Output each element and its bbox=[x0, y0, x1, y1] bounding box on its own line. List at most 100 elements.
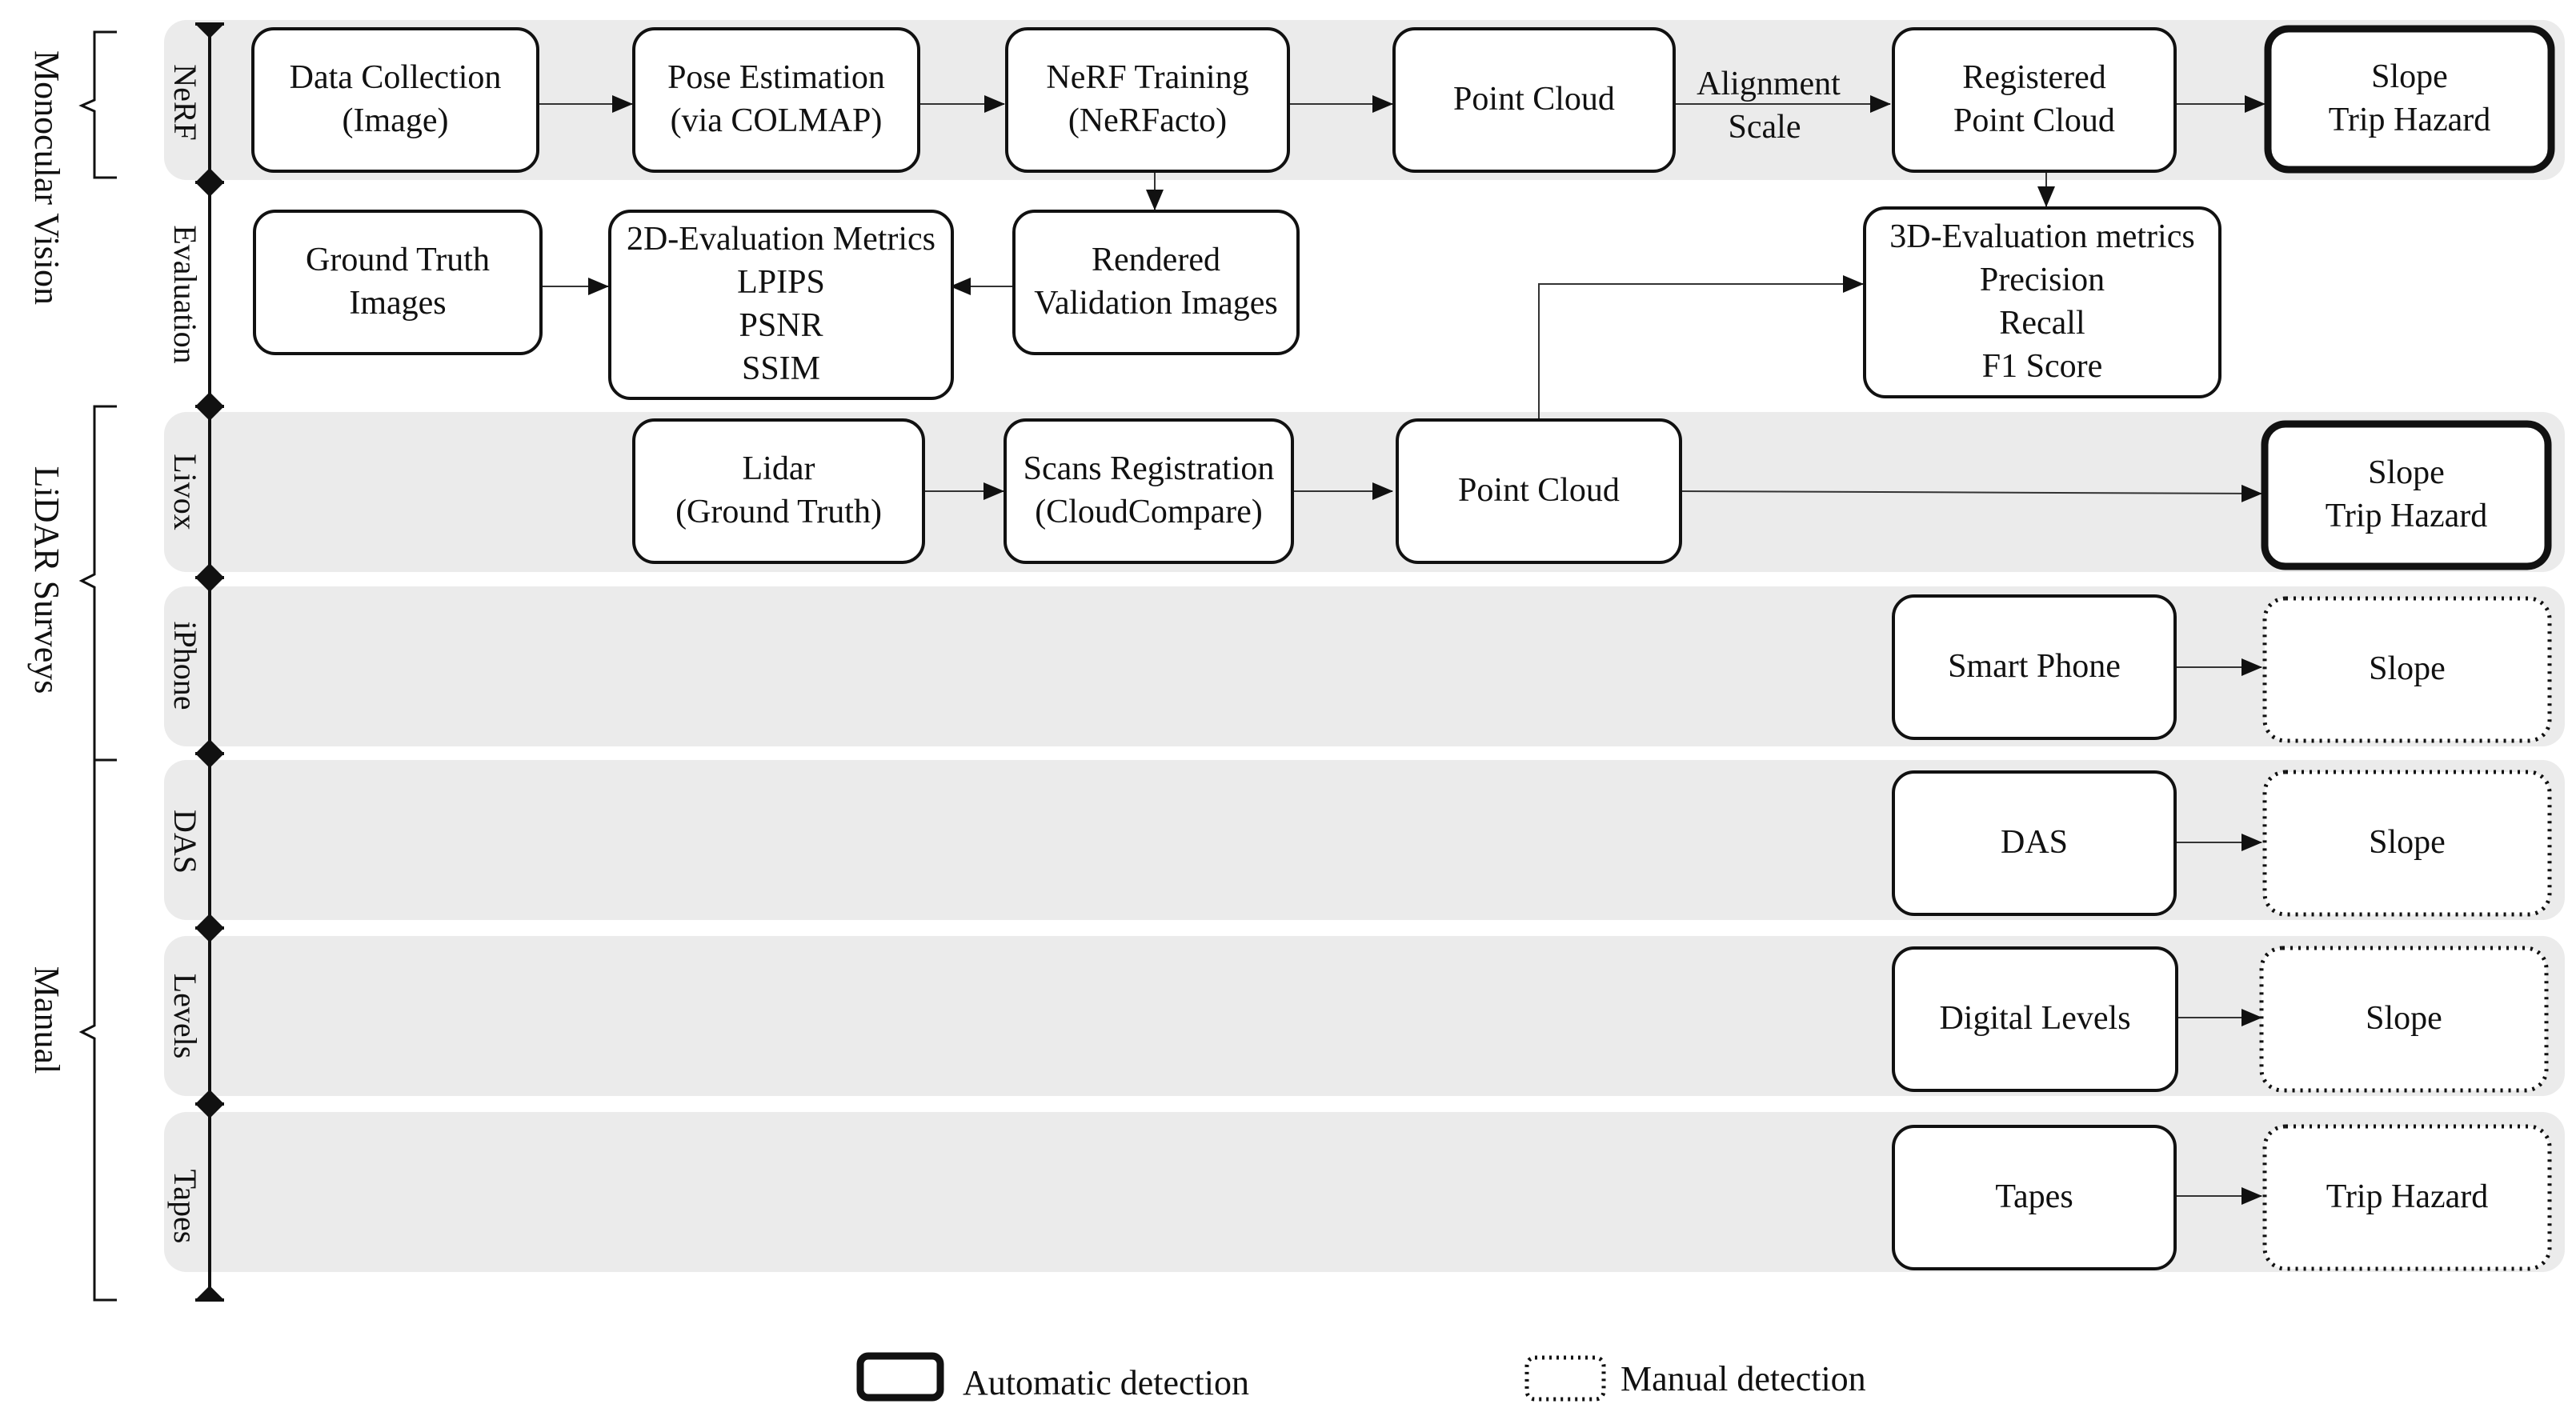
node-text-line: Slope bbox=[2369, 650, 2446, 687]
node-text-line: Slope bbox=[2371, 58, 2448, 95]
node-text-line: Smart Phone bbox=[1948, 648, 2121, 685]
node-das: DAS bbox=[1892, 770, 2177, 916]
legend: Automatic detection Manual detection bbox=[856, 1352, 1866, 1402]
node-text-line: Rendered bbox=[1092, 242, 1220, 278]
brace-manual bbox=[78, 758, 117, 1302]
node-box bbox=[632, 418, 925, 564]
node-text-line: Point Cloud bbox=[1953, 102, 2115, 139]
node-text-line: NeRF Training bbox=[1046, 59, 1248, 96]
node-iphone-output: Slope bbox=[2262, 596, 2552, 743]
node-text-line: Precision bbox=[1980, 262, 2105, 298]
node-box bbox=[1892, 594, 2177, 740]
node-text-line: Lidar bbox=[743, 450, 815, 487]
node-text-line: 3D-Evaluation metrics bbox=[1889, 218, 2194, 255]
node-text-line: Slope bbox=[2369, 824, 2446, 861]
node-box bbox=[253, 210, 543, 355]
node-box bbox=[2262, 770, 2552, 917]
node-levels-output: Slope bbox=[2259, 946, 2549, 1093]
node-pose-estimation: Pose Estimation(via COLMAP) bbox=[632, 27, 920, 173]
node-text-line: Digital Levels bbox=[1939, 1000, 2130, 1037]
node-box bbox=[2262, 596, 2552, 743]
node-box bbox=[608, 210, 954, 400]
lane-axis bbox=[195, 22, 224, 1302]
node-text-line: Slope bbox=[2368, 454, 2445, 491]
lane-label-das: DAS bbox=[167, 810, 203, 874]
node-box bbox=[1012, 210, 1300, 355]
node-box bbox=[632, 27, 920, 173]
legend-manual-swatch bbox=[1524, 1355, 1606, 1402]
node-text-line: F1 Score bbox=[1982, 348, 2103, 385]
legend-automatic-swatch bbox=[856, 1352, 944, 1402]
lane-label-levels: Levels bbox=[167, 974, 203, 1059]
lane-label-iphone: iPhone bbox=[167, 621, 203, 710]
node-box bbox=[1892, 946, 2178, 1092]
node-box bbox=[1892, 770, 2177, 916]
node-box bbox=[2259, 946, 2549, 1093]
edge-label-alignment-line2: Scale bbox=[1729, 109, 1801, 146]
node-das-output: Slope bbox=[2262, 770, 2552, 917]
edge-lidar-pointcloud-to-3d bbox=[1538, 275, 1864, 420]
node-text-line: Validation Images bbox=[1034, 285, 1277, 322]
edge-label-alignment-line1: Alignment bbox=[1697, 66, 1841, 102]
edge-label-alignment: Alignment Scale bbox=[1697, 66, 1841, 146]
node-box bbox=[1396, 418, 1682, 564]
node-text-line: (CloudCompare) bbox=[1035, 494, 1263, 530]
node-box bbox=[1892, 27, 2177, 173]
lane-band-das bbox=[164, 760, 2565, 920]
lane-label-tapes: Tapes bbox=[167, 1170, 203, 1244]
node-text-line: DAS bbox=[2001, 824, 2068, 861]
node-text-line: Trip Hazard bbox=[2326, 498, 2488, 534]
node-text-line: Trip Hazard bbox=[2326, 1178, 2489, 1215]
node-smart-phone: Smart Phone bbox=[1892, 594, 2177, 740]
node-point-cloud-lidar: Point Cloud bbox=[1396, 418, 1682, 564]
node-box bbox=[1005, 27, 1290, 173]
edge-lidar-pointcloud-to-output bbox=[1680, 484, 2262, 502]
node-text-line: Scans Registration bbox=[1024, 450, 1275, 487]
node-box bbox=[2262, 1124, 2552, 1271]
node-scans-registration: Scans Registration (CloudCompare) bbox=[1004, 418, 1294, 564]
lane-label-evaluation: Evaluation bbox=[167, 225, 203, 363]
node-text-line: 2D-Evaluation Metrics bbox=[627, 221, 935, 258]
node-text-line: Slope bbox=[2366, 1000, 2442, 1037]
group-label-lidar: LiDAR Surveys bbox=[27, 466, 66, 694]
node-box bbox=[1004, 418, 1294, 564]
node-text-line: Point Cloud bbox=[1458, 472, 1620, 509]
lane-label-livox: Livox bbox=[167, 454, 203, 530]
node-tapes-output: Trip Hazard bbox=[2262, 1124, 2552, 1271]
node-text-line: Ground Truth bbox=[306, 242, 490, 278]
group-label-monocular: Monocular Vision bbox=[27, 50, 66, 305]
lane-band-tapes bbox=[164, 1112, 2565, 1272]
legend-automatic-label: Automatic detection bbox=[963, 1363, 1249, 1402]
node-text-line: Trip Hazard bbox=[2329, 102, 2491, 138]
node-lidar-gt: Lidar (Ground Truth) bbox=[632, 418, 925, 564]
nodes: Data Collection (Image) Pose Estimation(vi… bbox=[251, 25, 2555, 1271]
node-text-line: SSIM bbox=[742, 350, 820, 387]
node-box bbox=[2264, 25, 2555, 174]
group-braces bbox=[78, 30, 117, 1302]
lane-band-levels bbox=[164, 936, 2565, 1096]
connectors bbox=[538, 95, 2266, 1205]
group-labels: Monocular Vision LiDAR Surveys Manual bbox=[27, 50, 66, 1074]
node-text-line: PSNR bbox=[739, 307, 823, 344]
group-label-manual: Manual bbox=[27, 966, 66, 1074]
node-text-line: (Ground Truth) bbox=[675, 494, 882, 530]
node-text-line: (Image) bbox=[343, 102, 449, 139]
lane-labels: NeRF Evaluation Livox iPhone DAS Levels … bbox=[167, 64, 203, 1243]
node-point-cloud-nerf: Point Cloud bbox=[1392, 27, 1676, 173]
node-data-collection: Data Collection (Image) bbox=[251, 27, 539, 173]
lane-label-nerf: NeRF bbox=[167, 64, 203, 141]
lane-tick-bars bbox=[195, 22, 224, 1302]
node-text-line: Recall bbox=[1999, 305, 2085, 342]
brace-monocular bbox=[78, 30, 117, 179]
node-box bbox=[251, 27, 539, 173]
node-text-line: Data Collection bbox=[290, 59, 502, 96]
